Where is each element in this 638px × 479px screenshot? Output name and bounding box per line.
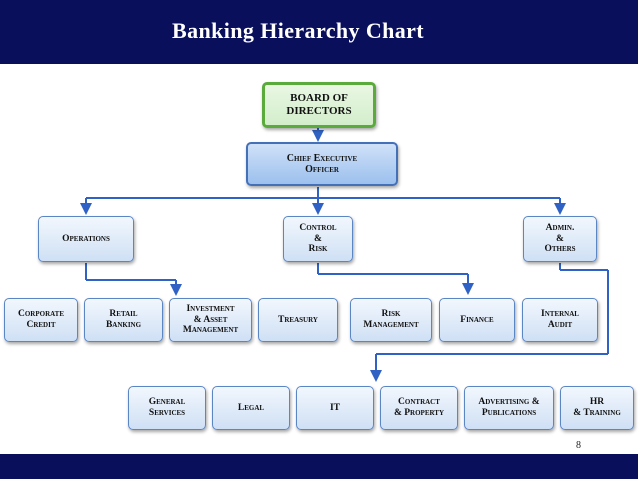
hr-training-box: HR & Training	[560, 386, 634, 430]
investment-asset-management-box: Investment & Asset Management	[169, 298, 252, 342]
control-risk-box: Control & Risk	[283, 216, 353, 262]
operations-box: Operations	[38, 216, 134, 262]
ceo-box: Chief Executive Officer	[246, 142, 398, 186]
it-box: IT	[296, 386, 374, 430]
slide-title: Banking Hierarchy Chart	[172, 18, 425, 43]
contract-property-box: Contract & Property	[380, 386, 458, 430]
finance-box: Finance	[439, 298, 515, 342]
general-services-box: General Services	[128, 386, 206, 430]
risk-management-box: Risk Management	[350, 298, 432, 342]
treasury-box: Treasury	[258, 298, 338, 342]
corporate-credit-box: Corporate Credit	[4, 298, 78, 342]
internal-audit-box: Internal Audit	[522, 298, 598, 342]
retail-banking-box: Retail Banking	[84, 298, 163, 342]
legal-box: Legal	[212, 386, 290, 430]
title-bar: Banking Hierarchy Chart	[0, 0, 638, 64]
page-number: 8	[576, 440, 581, 451]
admin-others-box: Admin. & Others	[523, 216, 597, 262]
footer-bar	[0, 454, 638, 479]
board-of-directors-box: BOARD OF DIRECTORS	[262, 82, 376, 128]
advertising-publications-box: Advertising & Publications	[464, 386, 554, 430]
